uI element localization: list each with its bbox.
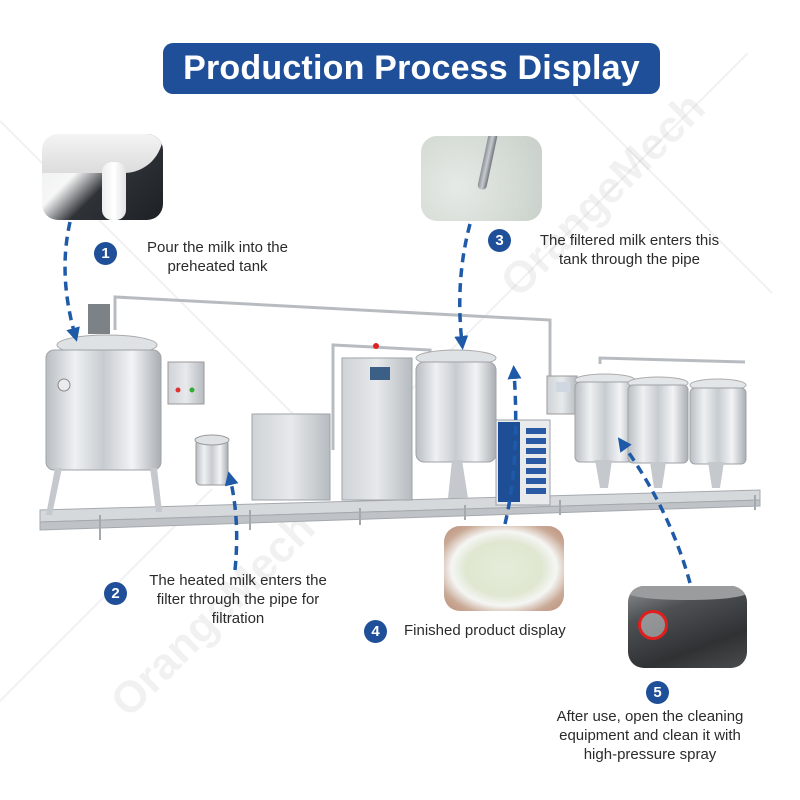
preheated-tank: [45, 304, 205, 515]
base-frame: [39, 489, 761, 540]
title-banner: Production Process Display: [163, 43, 660, 94]
arrow-step-4: [503, 365, 522, 525]
arrow-step-5: [617, 437, 692, 584]
cooling-unit: [495, 419, 551, 506]
step-4-line-1: Finished product display: [404, 622, 566, 639]
flow-arrows: [63, 221, 692, 584]
step-1-line-1: Pour the milk into the: [147, 239, 288, 256]
milk-in-tank-photo: [421, 136, 542, 221]
step-1-line-2: preheated tank: [167, 258, 268, 275]
page-title: Production Process Display: [183, 49, 640, 87]
finished-product-cup-photo: [444, 526, 564, 611]
arrow-step-3: [454, 223, 472, 350]
step-5-badge: 5: [646, 681, 669, 704]
homogenizer: [251, 413, 331, 501]
step-5-line-1: After use, open the cleaning: [556, 708, 744, 725]
cip-tanks: [546, 373, 747, 488]
step-2-line-3: filtration: [211, 610, 265, 627]
arrow-step-1: [63, 221, 80, 342]
cleaning-spray-photo: [628, 586, 747, 668]
step-5-line-2: equipment and clean it with: [559, 727, 741, 744]
step-2-text: The heated milk enters the filter throug…: [128, 571, 348, 628]
step-4-text: Finished product display: [404, 621, 604, 640]
step-3-line-2: tank through the pipe: [559, 251, 700, 268]
step-4-badge: 4: [364, 620, 387, 643]
step-3-text: The filtered milk enters this tank throu…: [512, 231, 747, 269]
milk-pouring-photo: [42, 134, 163, 220]
step-2-line-2: filter through the pipe for: [156, 591, 320, 608]
step-3-line-1: The filtered milk enters this: [539, 232, 720, 249]
step-5-text: After use, open the cleaning equipment a…: [530, 707, 770, 764]
step-2-badge: 2: [104, 582, 127, 605]
step-3-badge: 3: [488, 229, 511, 252]
step-1-badge: 1: [94, 242, 117, 265]
filter-unit: [194, 434, 230, 486]
step-1-text: Pour the milk into the preheated tank: [120, 238, 315, 276]
step-2-line-1: The heated milk enters the: [149, 572, 327, 589]
step-5-line-3: high-pressure spray: [583, 746, 717, 763]
pipes: [113, 295, 746, 450]
control-cabinet: [341, 343, 413, 501]
